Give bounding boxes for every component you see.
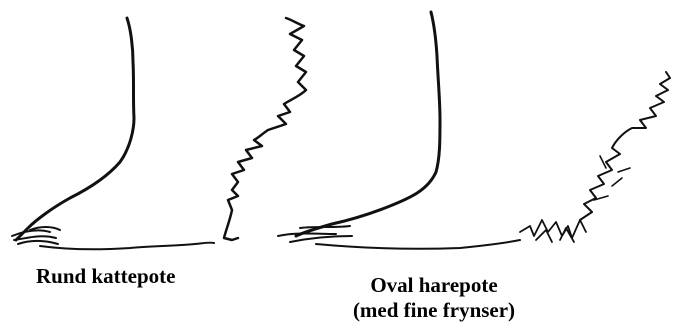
cat-paw-front-outline: [16, 18, 134, 240]
hare-paw-back-hair: [580, 72, 670, 220]
oval-hare-paw-caption-line1: Oval harepote: [314, 273, 554, 298]
oval-hare-paw-caption-line2: (med fine frynser): [314, 298, 554, 323]
hare-paw-fringe: [520, 220, 586, 242]
round-cat-paw-drawing: [12, 18, 306, 249]
hare-paw-sole: [316, 240, 520, 249]
oval-hare-paw-caption: Oval harepote (med fine frynser): [314, 273, 554, 323]
oval-hare-paw-drawing: [278, 12, 670, 249]
hare-paw-front-outline: [296, 12, 440, 236]
cat-paw-sole: [40, 243, 214, 250]
cat-paw-back-hair: [224, 18, 306, 240]
round-cat-paw-caption: Rund kattepote: [36, 266, 175, 287]
